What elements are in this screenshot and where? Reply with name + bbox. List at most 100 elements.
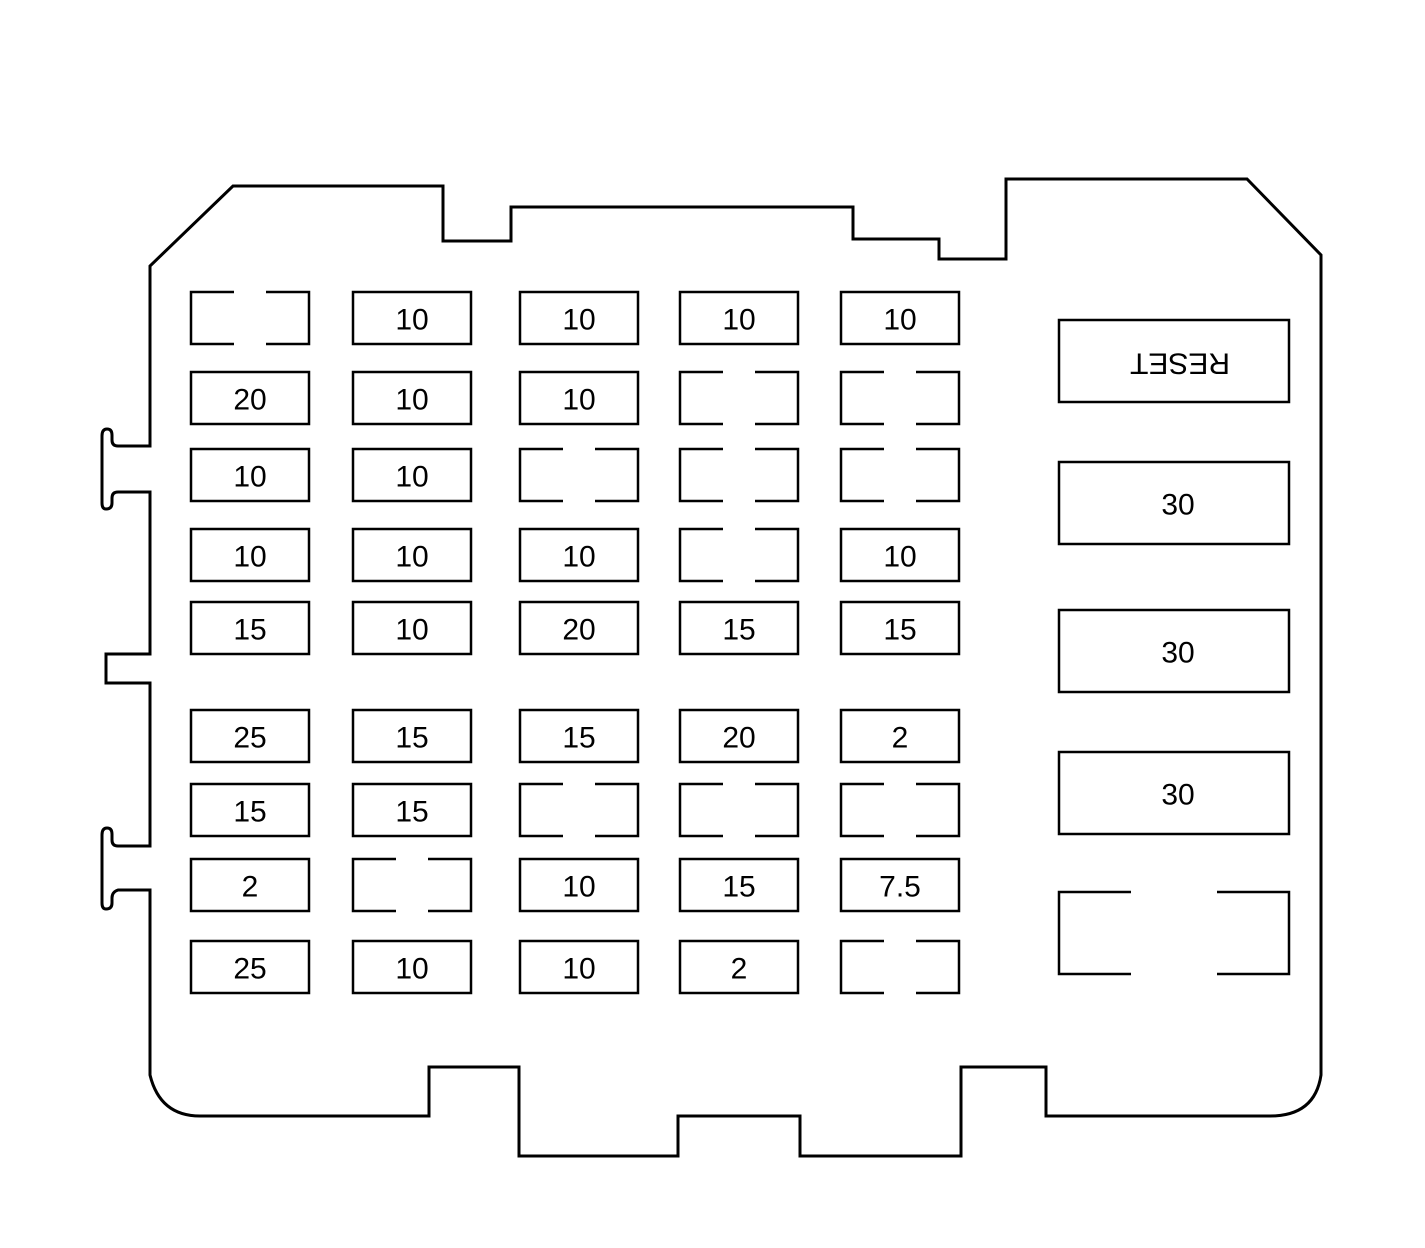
fuse: 10 [351, 939, 473, 995]
empty-fuse-slot [518, 447, 640, 503]
fuse-rating: 10 [883, 541, 916, 574]
fuse: 20 [518, 600, 640, 656]
empty-fuse-slot [678, 370, 800, 426]
fuse-body [351, 939, 473, 995]
fuse-body [678, 857, 800, 913]
fuse-rating: 15 [395, 722, 428, 755]
fuse-body [839, 600, 961, 656]
empty-slot-outline [839, 782, 961, 838]
fuse-rating: 10 [562, 384, 595, 417]
fuse-body [189, 782, 311, 838]
fuse-body [351, 527, 473, 583]
fuse: 10 [189, 527, 311, 583]
fuse: 25 [189, 939, 311, 995]
fuse-rating: 20 [562, 614, 595, 647]
fuse: 10 [351, 290, 473, 346]
fuse: 20 [189, 370, 311, 426]
fuse-rating: 10 [722, 304, 755, 337]
breaker-body [1057, 460, 1291, 546]
empty-fuse-slot [518, 782, 640, 838]
empty-fuse-slot [189, 290, 311, 346]
empty-relay-slot [1057, 890, 1291, 976]
fuse: 10 [351, 447, 473, 503]
fuse-body [678, 290, 800, 346]
empty-slot-outline [678, 447, 800, 503]
fuse-rating: 15 [233, 614, 266, 647]
fuse: 10 [839, 290, 961, 346]
empty-slot-outline [678, 370, 800, 426]
circuit-breaker: RESET [1057, 318, 1291, 404]
fuse: 15 [678, 600, 800, 656]
fuse-rating: 20 [722, 722, 755, 755]
fuse-body [189, 527, 311, 583]
fuse-rating: 10 [395, 614, 428, 647]
fuse-body [518, 939, 640, 995]
fuse: 25 [189, 708, 311, 764]
fuse-grid: 10 10 10 10 20 10 10 10 10 10 10 10 10 15 10 20 15 15 25 15… [189, 290, 961, 995]
fuse-body [518, 370, 640, 426]
fuse-body [518, 708, 640, 764]
fuse: 10 [189, 447, 311, 503]
empty-fuse-slot [351, 857, 473, 913]
fuse: 15 [189, 600, 311, 656]
circuit-breaker: 30 [1057, 750, 1291, 836]
fuse-rating: 10 [395, 953, 428, 986]
fuse-rating: 20 [233, 384, 266, 417]
empty-fuse-slot [839, 370, 961, 426]
fuse-rating: 10 [395, 461, 428, 494]
fuse-body [518, 600, 640, 656]
fuse: 10 [351, 600, 473, 656]
fuse-rating: 7.5 [879, 871, 921, 904]
fuse-rating: 25 [233, 953, 266, 986]
fuse-rating: 15 [562, 722, 595, 755]
fuse: 7.5 [839, 857, 961, 913]
empty-fuse-slot [839, 782, 961, 838]
fuse: 10 [518, 370, 640, 426]
empty-relay-outline [1057, 890, 1291, 976]
fuse: 2 [839, 708, 961, 764]
fuse: 10 [518, 939, 640, 995]
breaker-rating: 30 [1161, 779, 1194, 812]
fuse-body [678, 708, 800, 764]
fuse-rating: 15 [395, 796, 428, 829]
fuse-body [518, 527, 640, 583]
fuse-rating: 10 [233, 541, 266, 574]
fuse-body [351, 290, 473, 346]
fuse: 15 [189, 782, 311, 838]
fuse-rating: 25 [233, 722, 266, 755]
empty-slot-outline [839, 447, 961, 503]
fuse-body [189, 708, 311, 764]
fuse: 10 [518, 857, 640, 913]
fuse-rating: 15 [722, 614, 755, 647]
fuse-rating: 10 [233, 461, 266, 494]
fuse-rating: 10 [395, 304, 428, 337]
fuse-rating: 10 [562, 871, 595, 904]
fuse: 10 [839, 527, 961, 583]
fuse: 10 [678, 290, 800, 346]
fuse-body [839, 290, 961, 346]
fuse-body [351, 447, 473, 503]
empty-slot-outline [351, 857, 473, 913]
breaker-rating: 30 [1161, 637, 1194, 670]
fuse-body [678, 939, 800, 995]
fuse-body [189, 600, 311, 656]
fuse-rating: 10 [562, 953, 595, 986]
fuse: 15 [351, 708, 473, 764]
fuse: 2 [678, 939, 800, 995]
empty-fuse-slot [678, 447, 800, 503]
empty-slot-outline [839, 939, 961, 995]
empty-fuse-slot [678, 527, 800, 583]
fuse-body [189, 370, 311, 426]
breaker-body [1057, 608, 1291, 694]
breaker-body [1057, 750, 1291, 836]
fuse: 20 [678, 708, 800, 764]
fuse-rating: 10 [883, 304, 916, 337]
fuse-body [351, 708, 473, 764]
fuse-body [839, 708, 961, 764]
circuit-breaker: 30 [1057, 460, 1291, 546]
empty-slot-outline [189, 290, 311, 346]
fuse-body [351, 370, 473, 426]
empty-slot-outline [839, 370, 961, 426]
fuse-body [351, 782, 473, 838]
fuse-rating: 10 [562, 304, 595, 337]
